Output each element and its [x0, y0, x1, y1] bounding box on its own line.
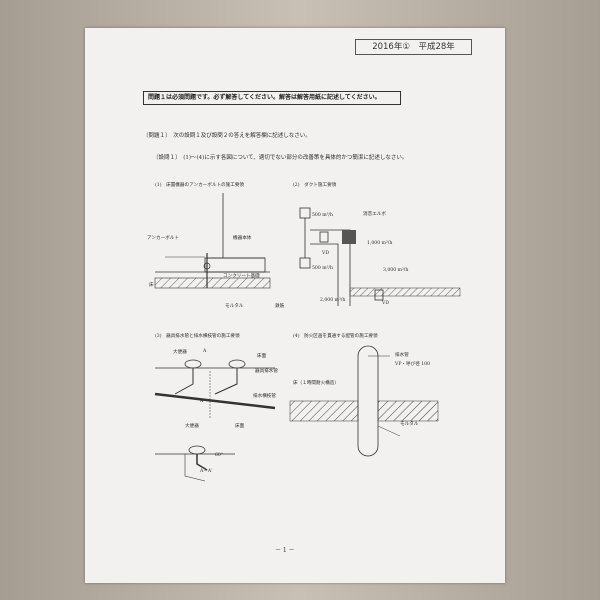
exam-sheet: 2016年① 平成28年 問題１は必須問題です。必ず解答してください。解答は解答…	[85, 28, 505, 583]
fig3-label-angle: 60°	[215, 453, 224, 458]
fig3-label-floor: 床面	[257, 354, 267, 359]
figure-4-caption: (4) 防火区画を貫通する配管の施工要領	[293, 334, 378, 339]
question-sub: 〔設問１〕 (1)〜(4)に示す各図について、適切でない部分の改善策を具体的かつ…	[153, 155, 408, 161]
fig2-label-vd-2: VD	[382, 301, 390, 306]
fig1-label-mortar: モルタル	[225, 304, 244, 309]
fig1-label-body: 機器本体	[233, 236, 252, 241]
fig2-label-elbow: 消音エルボ	[363, 212, 386, 217]
notice-box: 問題１は必須問題です。必ず解答してください。解答は解答用紙に記述してください。	[143, 91, 401, 105]
fig1-label-foundation: コンクリート基礎	[223, 274, 260, 279]
fig1-label-rebar: 鉄筋	[275, 304, 285, 309]
figure-3-caption: (3) 器具排水管と排水横枝管の施工要領	[155, 334, 240, 339]
fig3-label-toilet: 大便器	[173, 350, 187, 355]
figure-1-caption: (1) 床置機器のアンカーボルトの施工要領	[155, 183, 245, 188]
fig1-label-floor: 床	[149, 283, 154, 288]
year-label: 2016年① 平成28年	[355, 39, 472, 55]
figure-4-diagram	[289, 345, 439, 457]
fig3-label-a: A	[203, 349, 207, 354]
fig2-label-2000: 2,000 m³/h	[320, 298, 346, 303]
fig2-label-1000: 1,000 m³/h	[367, 241, 393, 246]
fig4-label-spec: VP・呼び径 100	[395, 362, 431, 367]
fig3-label-branch-drain: 排水横枝管	[253, 394, 276, 399]
fig2-label-500-bottom: 500 m³/h	[312, 266, 333, 271]
question-title: 〔問題１〕 次の設問１及び設問２の答えを解答欄に記述しなさい。	[143, 133, 311, 139]
fig2-label-500-top: 500 m³/h	[312, 213, 333, 218]
fig4-label-drain: 排水管	[395, 353, 409, 358]
fig3-label-toilet-2: 大便器	[185, 424, 199, 429]
figure-2-caption: (2) ダクト施工要領	[293, 183, 337, 188]
fig2-label-3000: 3,000 m³/h	[383, 268, 409, 273]
page-number: － 1 －	[275, 547, 295, 554]
fig3-label-section: A－A'	[200, 469, 213, 474]
fig4-label-mortar: モルタル	[400, 422, 419, 427]
fig1-label-anchor-bolt: アンカーボルト	[147, 236, 179, 241]
figure-2-diagram	[299, 207, 461, 306]
fig3-label-floor-2: 床面	[235, 424, 245, 429]
figure-3-diagram	[154, 359, 276, 482]
fig3-label-a-prime: A'	[200, 399, 205, 404]
figure-1-diagram	[154, 193, 271, 289]
fig4-label-floor: 床（１時間耐火構造）	[293, 381, 339, 386]
fig2-label-vd-1: VD	[322, 251, 330, 256]
fig3-label-fixture-drain: 器具排水管	[255, 369, 278, 374]
